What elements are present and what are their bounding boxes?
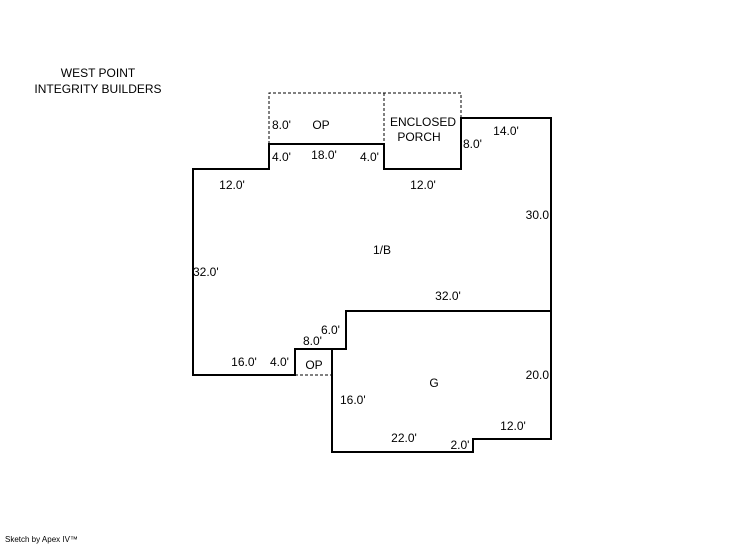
dim-left-main: 32.0'	[193, 265, 219, 279]
software-credit: Sketch by Apex IV™	[5, 535, 78, 544]
label-porch: PORCH	[397, 130, 440, 144]
company-name: WEST POINT INTEGRITY BUILDERS	[30, 65, 166, 97]
dim-garage-step: 2.0'	[451, 438, 470, 452]
dim-garage-bottom-right: 12.0'	[500, 419, 526, 433]
dim-garage-bottom: 22.0'	[391, 431, 417, 445]
company-line-2: INTEGRITY BUILDERS	[34, 82, 162, 96]
dim-step-8: 8.0'	[303, 334, 322, 348]
dim-op2-side: 4.0'	[270, 355, 289, 369]
dim-op-depth: 8.0'	[272, 118, 291, 132]
label-main: 1/B	[373, 243, 391, 257]
dim-porch-bottom: 12.0'	[410, 178, 436, 192]
dim-right-main: 30.0	[526, 208, 550, 222]
walls	[192, 117, 552, 453]
main-outline	[192, 117, 552, 453]
label-op-top: OP	[312, 118, 329, 132]
dim-main-bottom: 32.0'	[435, 289, 461, 303]
dim-garage-right: 20.0	[526, 368, 550, 382]
garage-top-wall	[332, 310, 551, 350]
label-garage: G	[429, 376, 438, 390]
dim-garage-left: 16.0'	[340, 393, 366, 407]
dim-porch-depth: 8.0'	[463, 137, 482, 151]
dim-op-left: 4.0'	[272, 150, 291, 164]
label-enclosed: ENCLOSED	[390, 115, 456, 129]
dim-left-top: 12.0'	[219, 178, 245, 192]
dim-left-bottom: 16.0'	[231, 355, 257, 369]
dim-porch-top: 14.0'	[493, 124, 519, 138]
open-porch-outline	[268, 92, 462, 144]
dim-step-6: 6.0'	[321, 323, 340, 337]
dim-op-right: 4.0'	[360, 150, 379, 164]
dashed-lines	[268, 92, 462, 376]
label-op-bottom: OP	[305, 358, 322, 372]
company-line-1: WEST POINT	[60, 66, 136, 80]
dim-op-width: 18.0'	[311, 148, 337, 162]
